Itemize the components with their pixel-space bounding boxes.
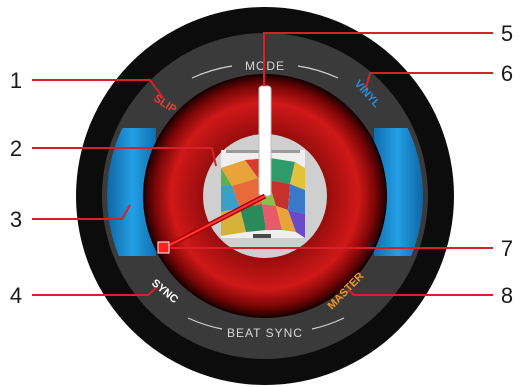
cue-marker-tip: [158, 242, 169, 253]
callout-7: 7: [501, 236, 513, 261]
callout-8: 8: [501, 283, 513, 308]
callout-1: 1: [10, 68, 22, 93]
callout-5: 5: [501, 21, 513, 46]
playhead-pointer: [259, 86, 271, 196]
beat-sync-label: BEAT SYNC: [227, 326, 303, 340]
callout-6: 6: [501, 61, 513, 86]
callout-4: 4: [10, 283, 22, 308]
callout-3: 3: [10, 207, 22, 232]
callout-2: 2: [10, 136, 22, 161]
